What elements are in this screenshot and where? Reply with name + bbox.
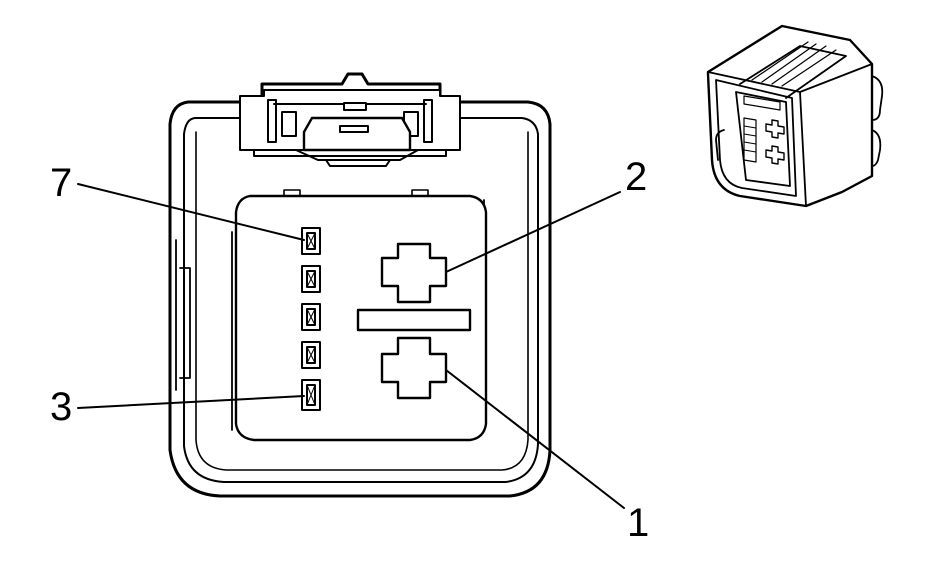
cavity-pin-1 — [380, 336, 448, 400]
leader-line-7 — [77, 183, 305, 241]
cavity-pin-2 — [380, 242, 448, 304]
callout-7: 7 — [50, 161, 72, 205]
cavity-pin-3 — [301, 379, 321, 411]
cavity-pin-6 — [301, 265, 321, 293]
leader-line-1 — [445, 369, 625, 509]
callout-labels: 7 2 3 1 — [50, 155, 649, 545]
callout-3: 3 — [50, 385, 72, 429]
cavity-pin-7 — [301, 227, 321, 255]
locking-tab — [239, 89, 461, 167]
cavity-pin-4 — [301, 341, 321, 369]
center-divider — [356, 308, 472, 332]
small-terminal-cavities — [301, 227, 321, 411]
cavity-pin-5 — [301, 303, 321, 331]
leader-lines — [77, 183, 625, 509]
callout-1: 1 — [627, 501, 649, 545]
leader-line-2 — [445, 191, 621, 273]
large-terminal-cavities — [356, 242, 472, 400]
callout-2: 2 — [625, 155, 647, 199]
connector-isometric-view — [706, 24, 884, 208]
leader-line-3 — [77, 395, 305, 409]
